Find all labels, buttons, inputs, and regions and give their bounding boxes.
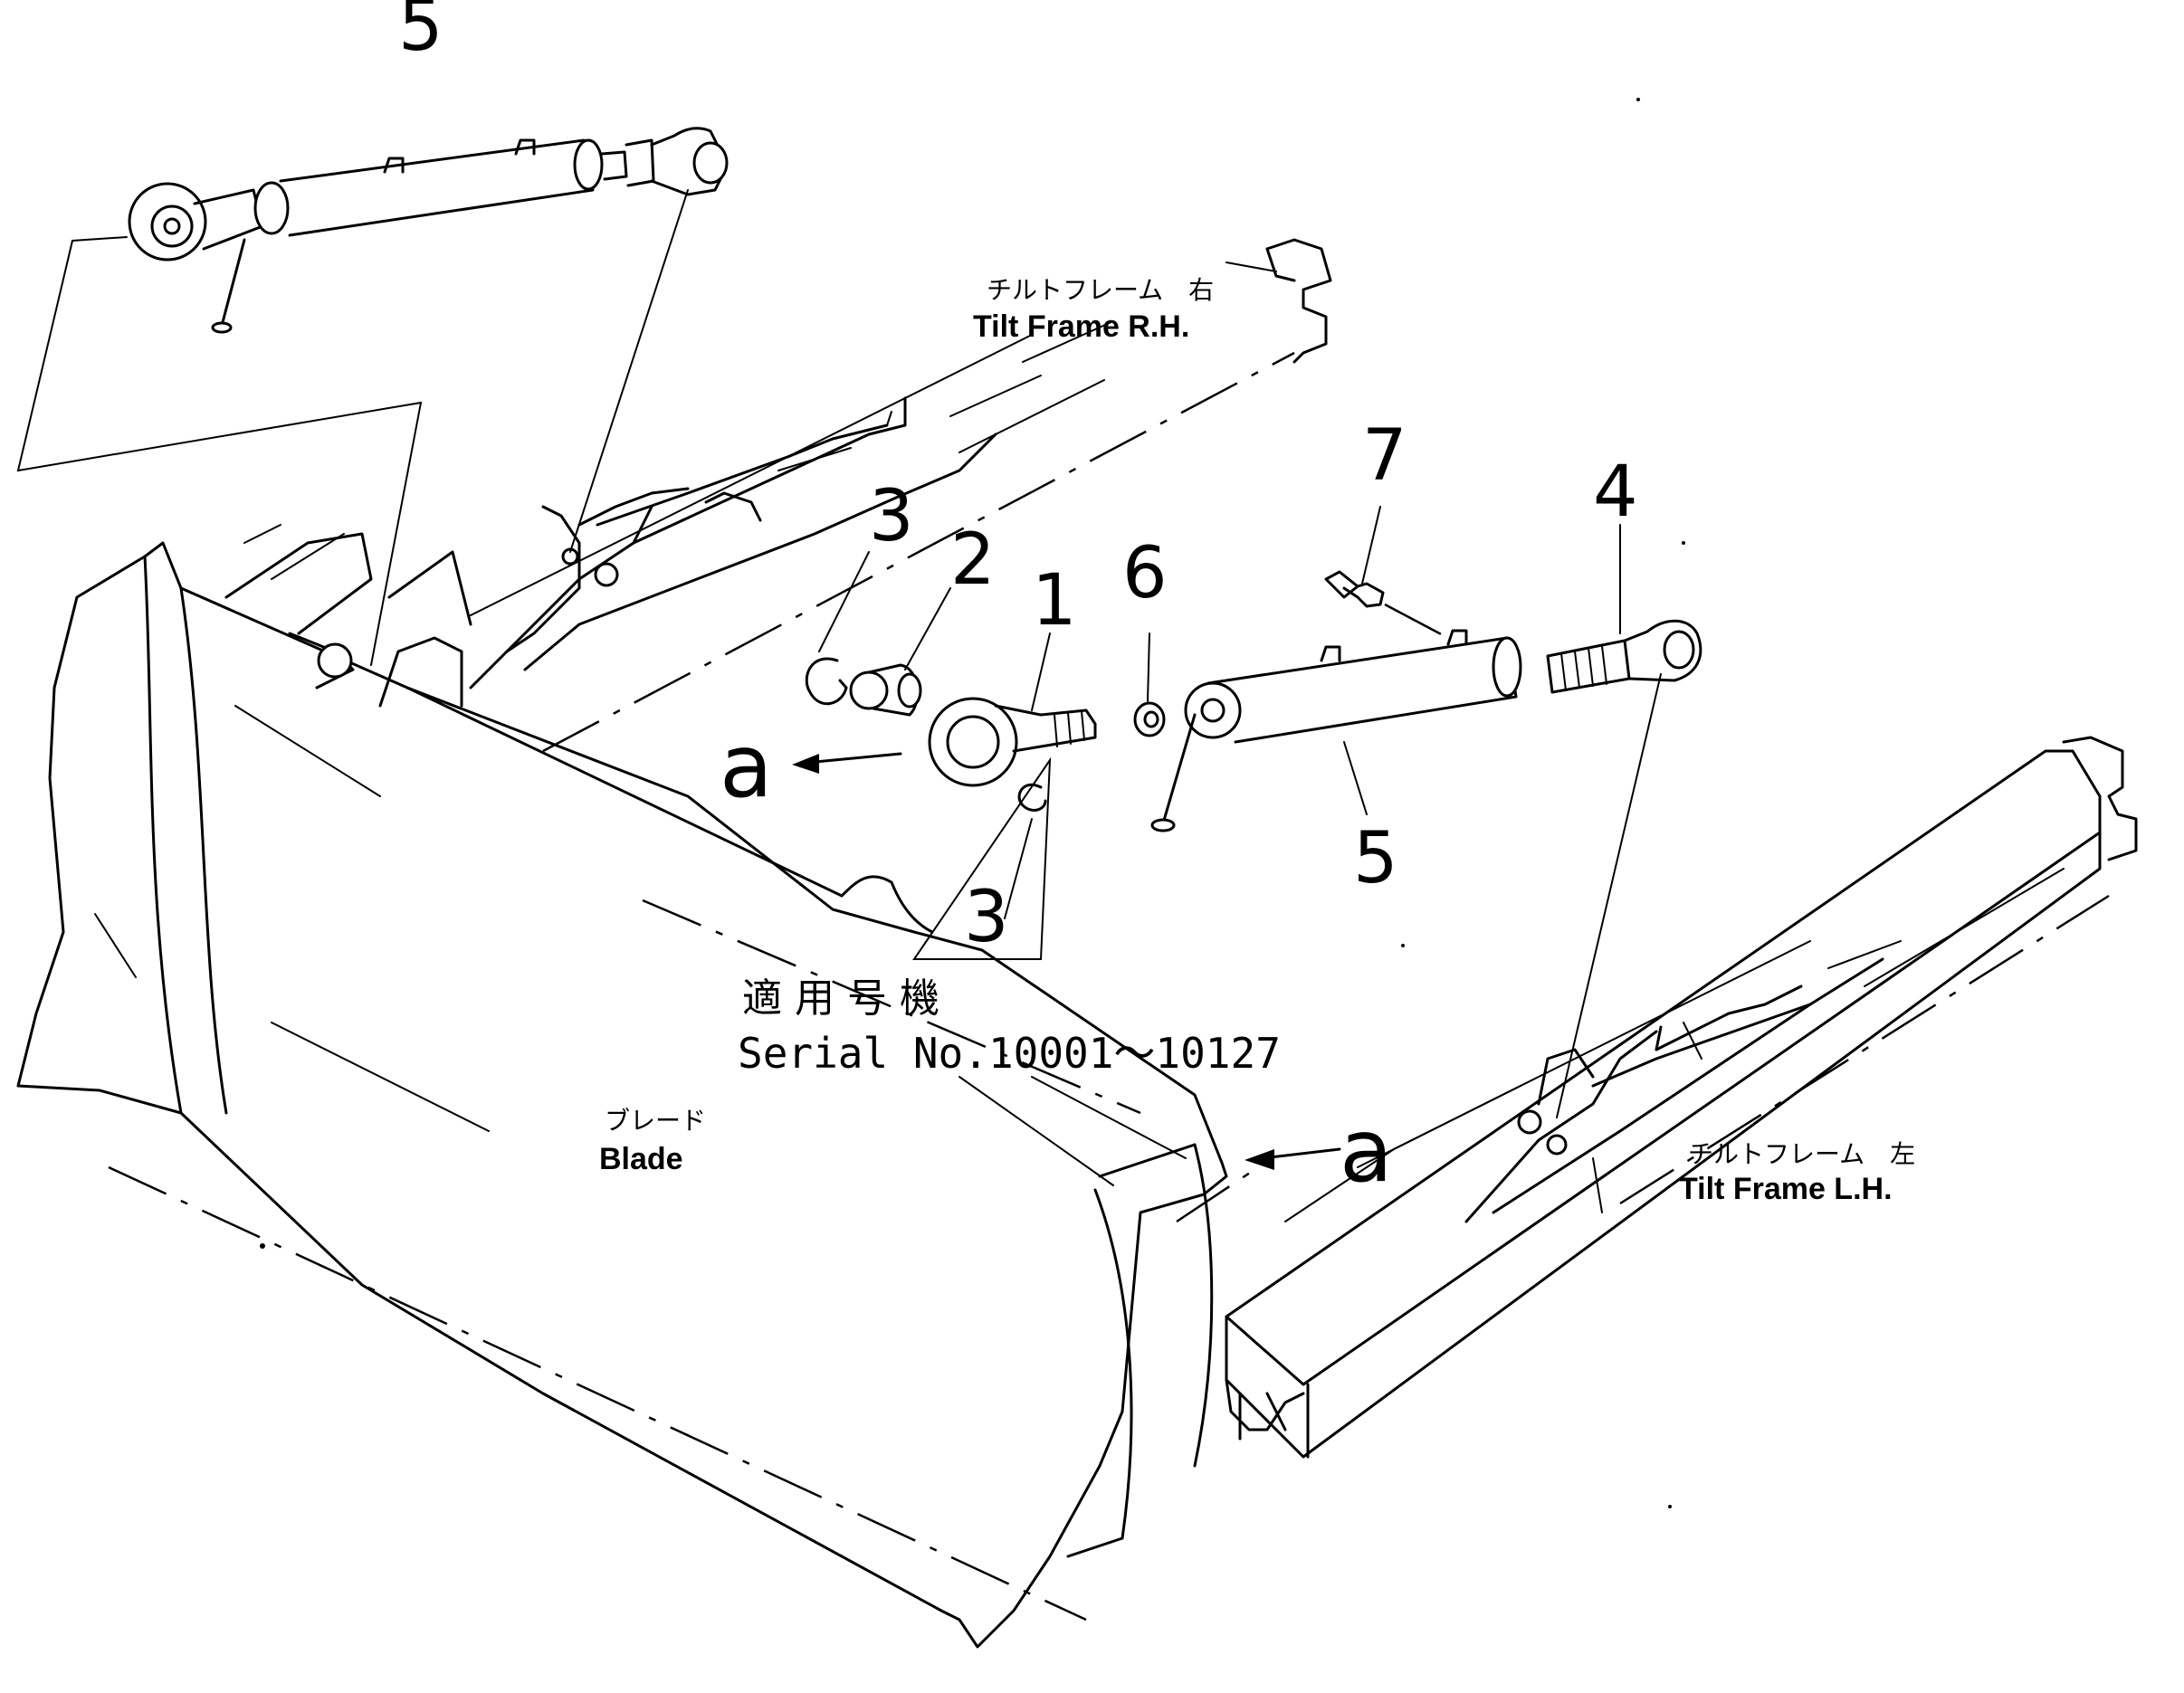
tilt-frame-lh-drawing <box>1176 736 2138 1459</box>
tilt-frame-rh-label-jp: チルトフレーム 右 <box>987 275 1214 305</box>
upper-tilt-cylinder-drawing <box>16 127 729 666</box>
callout-2: 2 <box>950 519 996 601</box>
reference-a-left: a <box>720 716 773 817</box>
exploded-parts-drawing <box>792 506 1702 1186</box>
blade-label-jp: ブレード <box>605 1106 706 1136</box>
callout-1: 1 <box>1032 560 1077 642</box>
blade-label-en: Blade <box>599 1142 683 1176</box>
callout-6: 6 <box>1122 533 1168 614</box>
serial-number-range: Serial No.10001～10127 <box>738 1029 1281 1078</box>
callout-3-bottom: 3 <box>964 877 1009 958</box>
reference-a-right: a <box>1340 1100 1393 1202</box>
callout-7: 7 <box>1362 415 1407 497</box>
tilt-frame-rh-label-en: Tilt Frame R.H. <box>973 309 1189 344</box>
callout-4: 4 <box>1593 452 1638 533</box>
serial-label-jp: 適用号機 <box>742 975 952 1022</box>
tilt-frame-lh-label-jp: チルトフレーム 左 <box>1688 1139 1915 1169</box>
callout-5-mid: 5 <box>1353 818 1398 899</box>
tilt-frame-rh-drawing <box>469 238 1332 753</box>
callout-3-top: 3 <box>869 476 914 557</box>
callout-5-top: 5 <box>398 0 443 67</box>
blade-drawing <box>16 524 1228 1649</box>
tilt-frame-lh-label-en: Tilt Frame L.H. <box>1679 1172 1893 1206</box>
